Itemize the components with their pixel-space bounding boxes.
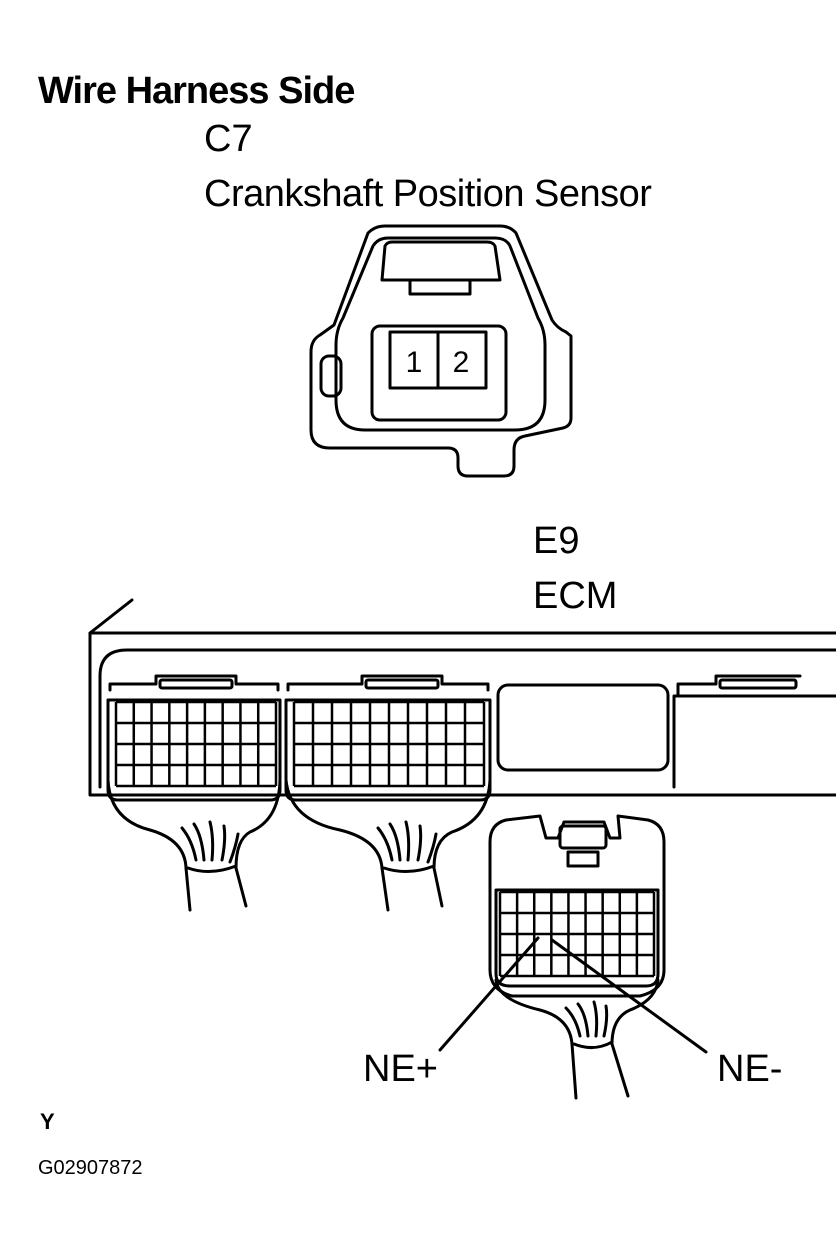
ecm-connector-name: ECM — [533, 575, 618, 617]
terminal-ne-positive: NE+ — [363, 1048, 438, 1090]
sensor-pin-1: 1 — [406, 346, 423, 379]
sensor-connector-code: C7 — [204, 118, 253, 160]
sensor-connector-name: Crankshaft Position Sensor — [204, 173, 652, 215]
ecm-drawing — [88, 598, 836, 1100]
diagram-heading: Wire Harness Side — [38, 70, 355, 112]
ecm-connector-code: E9 — [533, 520, 580, 562]
sensor-pin-2: 2 — [453, 346, 470, 379]
sensor-connector-drawing: 1 2 — [309, 224, 573, 478]
figure-reference: G02907872 — [38, 1157, 143, 1179]
footer-mark: Y — [40, 1109, 55, 1134]
terminal-ne-negative: NE- — [717, 1048, 783, 1090]
